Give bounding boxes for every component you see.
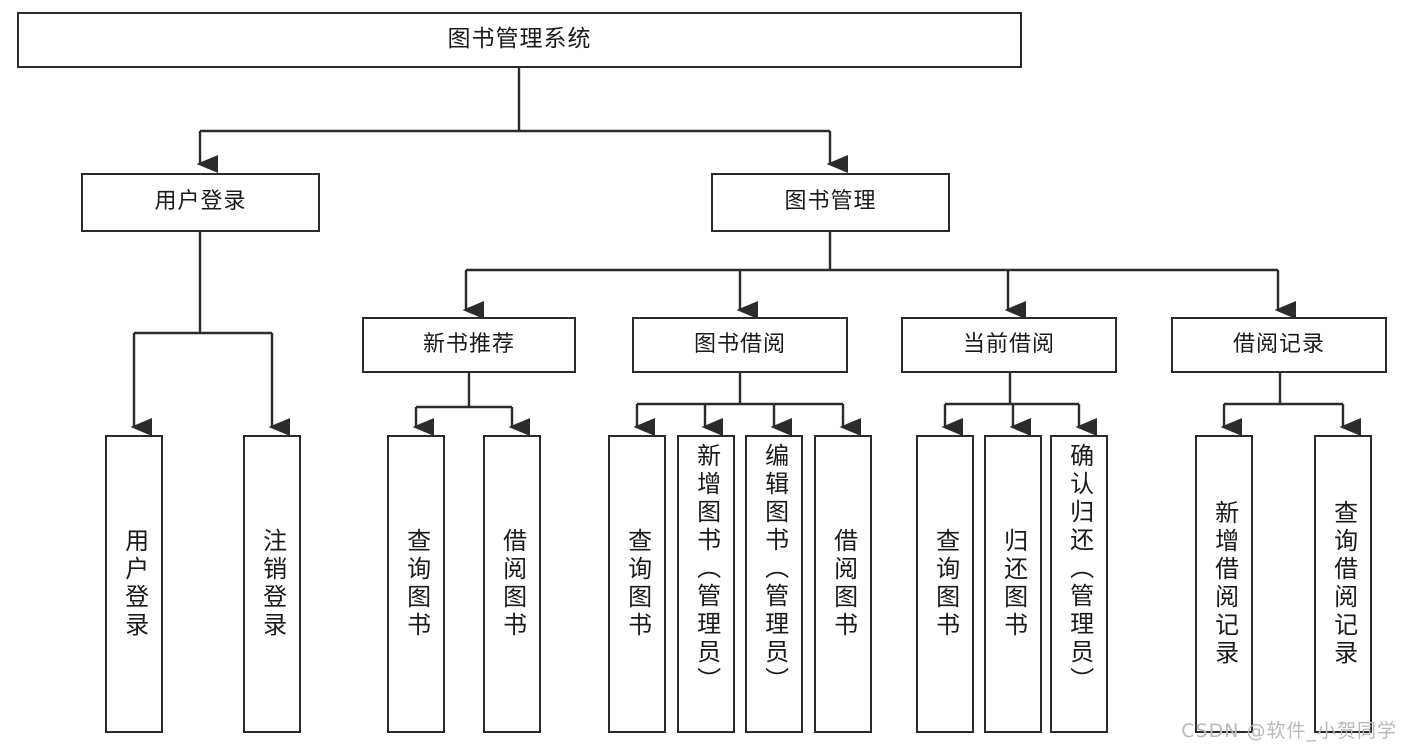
- node-book-borrow[interactable]: 图书借阅: [632, 317, 848, 373]
- node-user-login[interactable]: 用户登录: [81, 173, 320, 232]
- leaf-query-book-new[interactable]: 查询图书: [387, 435, 445, 733]
- leaf-query-book-current[interactable]: 查询图书: [916, 435, 974, 733]
- node-borrow-record[interactable]: 借阅记录: [1171, 317, 1387, 373]
- leaf-add-borrow-record[interactable]: 新增借阅记录: [1195, 435, 1253, 733]
- leaf-edit-book-admin[interactable]: 编辑图书（管理员）: [745, 435, 803, 733]
- leaf-query-book-borrow[interactable]: 查询图书: [608, 435, 666, 733]
- leaf-borrow-book-new[interactable]: 借阅图书: [483, 435, 541, 733]
- node-new-book-recommend[interactable]: 新书推荐: [362, 317, 576, 373]
- leaf-return-book[interactable]: 归还图书: [984, 435, 1042, 733]
- leaf-add-book-admin[interactable]: 新增图书（管理员）: [677, 435, 735, 733]
- leaf-user-login[interactable]: 用户登录: [105, 435, 163, 733]
- node-book-management[interactable]: 图书管理: [711, 173, 950, 232]
- node-root-system[interactable]: 图书管理系统: [17, 12, 1022, 68]
- leaf-confirm-return-admin[interactable]: 确认归还（管理员）: [1050, 435, 1108, 733]
- leaf-logout[interactable]: 注销登录: [243, 435, 301, 733]
- leaf-borrow-book-borrow[interactable]: 借阅图书: [814, 435, 872, 733]
- watermark-text: CSDN @软件_小贺同学: [1181, 720, 1397, 742]
- node-current-borrow[interactable]: 当前借阅: [901, 317, 1117, 373]
- leaf-query-borrow-record[interactable]: 查询借阅记录: [1314, 435, 1372, 733]
